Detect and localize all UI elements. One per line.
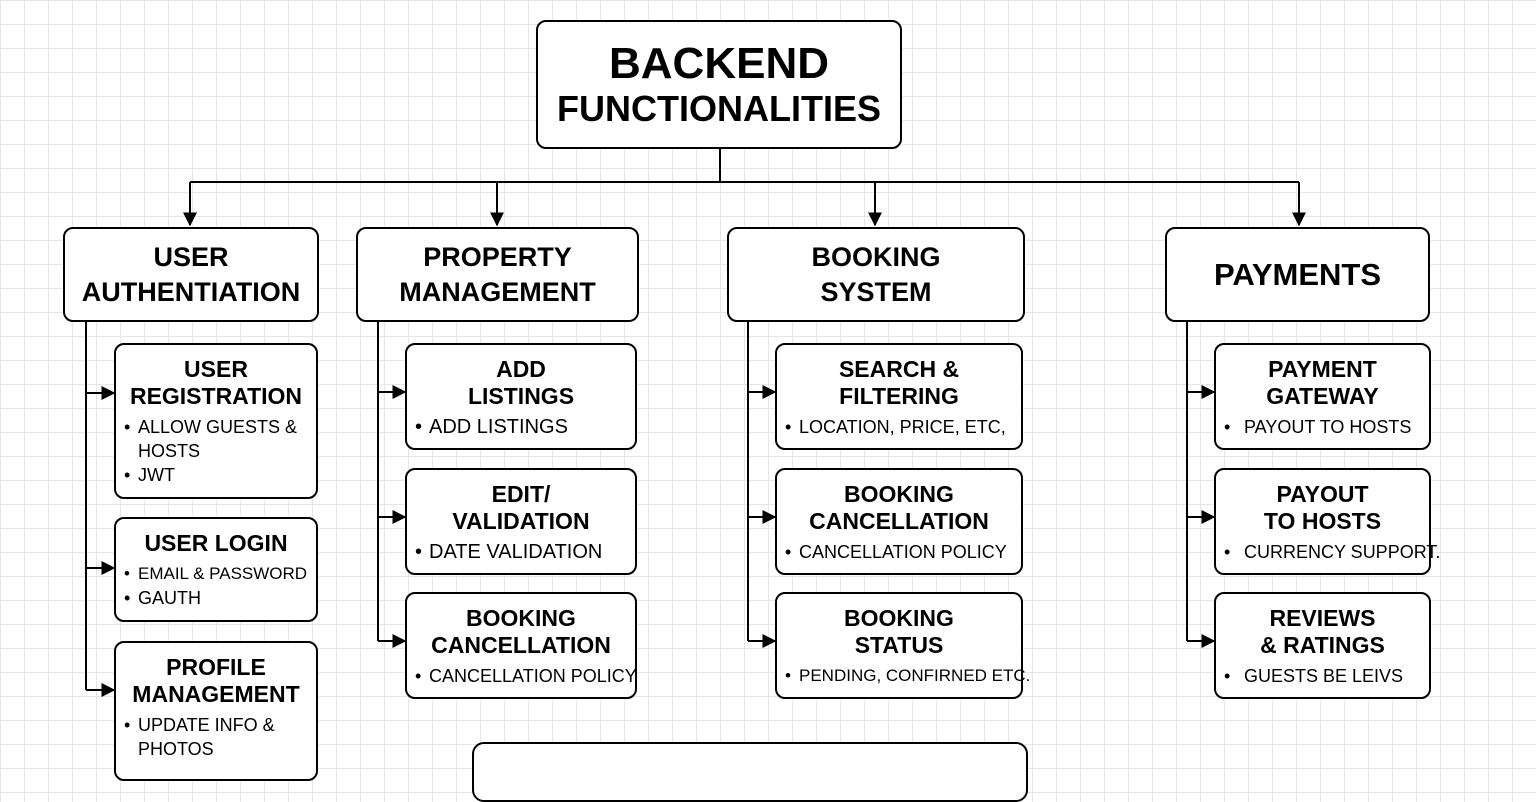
- bullet-item: PENDING, CONFIRNED ETC.: [785, 664, 1030, 688]
- bullet-item: ALLOW GUESTS & HOSTS: [124, 415, 316, 463]
- node-bullets: ADD LISTINGS: [407, 415, 635, 439]
- node-bullets: PAYOUT TO HOSTS: [1216, 415, 1429, 439]
- node-booking-cancellation: BOOKING CANCELLATION CANCELLATION POLICY: [775, 468, 1023, 575]
- node-title: EDIT/ VALIDATION: [452, 481, 590, 534]
- category-title: BOOKING SYSTEM: [811, 241, 941, 307]
- node-bullets: ALLOW GUESTS & HOSTS JWT: [116, 415, 316, 487]
- node-booking-status: BOOKING STATUS PENDING, CONFIRNED ETC.: [775, 592, 1030, 699]
- node-title: PROFILE MANAGEMENT: [132, 654, 300, 707]
- bullet-item: DATE VALIDATION: [415, 540, 635, 564]
- node-bullets: DATE VALIDATION: [407, 540, 635, 564]
- bullet-item: GAUTH: [124, 586, 316, 610]
- node-bullets: LOCATION, PRICE, ETC,: [777, 415, 1021, 439]
- node-payment-gateway: PAYMENT GATEWAY PAYOUT TO HOSTS: [1214, 343, 1431, 450]
- bullet-item: LOCATION, PRICE, ETC,: [785, 415, 1021, 439]
- bullet-item: GUESTS BE LEIVS: [1224, 664, 1429, 688]
- bullet-item: EMAIL & PASSWORD: [124, 562, 316, 586]
- node-payout-to-hosts: PAYOUT TO HOSTS CURRENCY SUPPORT.: [1214, 468, 1440, 575]
- node-title: REVIEWS & RATINGS: [1260, 605, 1385, 658]
- bullet-item: CURRENCY SUPPORT.: [1224, 540, 1440, 564]
- bullet-item: UPDATE INFO & PHOTOS: [124, 713, 316, 761]
- node-bullets: GUESTS BE LEIVS: [1216, 664, 1429, 688]
- category-title: PROPERTY MANAGEMENT: [399, 241, 596, 307]
- category-title: USER AUTHENTIATION: [81, 241, 301, 307]
- node-title: SEARCH & FILTERING: [838, 356, 960, 409]
- node-user-registration: USER REGISTRATION ALLOW GUESTS & HOSTS J…: [114, 343, 318, 499]
- category-payments: PAYMENTS: [1165, 227, 1430, 322]
- category-property-management: PROPERTY MANAGEMENT: [356, 227, 639, 322]
- node-add-listings: ADD LISTINGS ADD LISTINGS: [405, 343, 637, 450]
- node-title: USER REGISTRATION: [129, 356, 303, 409]
- bullet-item: CANCELLATION POLICY: [415, 664, 637, 688]
- bullet-item: JWT: [124, 463, 316, 487]
- node-bullets: UPDATE INFO & PHOTOS: [116, 713, 316, 761]
- root-title-line2: FUNCTIONALITIES: [557, 87, 881, 129]
- bullet-item: ADD LISTINGS: [415, 415, 635, 439]
- bullet-item: PAYOUT TO HOSTS: [1224, 415, 1429, 439]
- node-edit-validation: EDIT/ VALIDATION DATE VALIDATION: [405, 468, 637, 575]
- node-title: PAYOUT TO HOSTS: [1263, 481, 1382, 534]
- bullet-item: CANCELLATION POLICY: [785, 540, 1021, 564]
- node-bullets: CURRENCY SUPPORT.: [1216, 540, 1440, 564]
- node-user-login: USER LOGIN EMAIL & PASSWORD GAUTH: [114, 517, 318, 622]
- root-title-line1: BACKEND: [609, 38, 829, 88]
- node-title: ADD LISTINGS: [467, 356, 575, 409]
- category-booking-system: BOOKING SYSTEM: [727, 227, 1025, 322]
- node-bullets: CANCELLATION POLICY: [777, 540, 1021, 564]
- node-title: PAYMENT GATEWAY: [1266, 356, 1379, 409]
- node-title: USER LOGIN: [144, 530, 288, 556]
- category-user-authentication: USER AUTHENTIATION: [63, 227, 319, 322]
- node-bullets: CANCELLATION POLICY: [407, 664, 637, 688]
- node-bullets: PENDING, CONFIRNED ETC.: [777, 664, 1030, 688]
- category-title: PAYMENTS: [1213, 257, 1382, 292]
- node-profile-management: PROFILE MANAGEMENT UPDATE INFO & PHOTOS: [114, 641, 318, 781]
- node-title: BOOKING CANCELLATION: [431, 605, 611, 658]
- node-reviews-ratings: REVIEWS & RATINGS GUESTS BE LEIVS: [1214, 592, 1431, 699]
- node-title: BOOKING STATUS: [844, 605, 954, 658]
- node-title: BOOKING CANCELLATION: [809, 481, 989, 534]
- partial-bottom-node: [472, 742, 1028, 802]
- node-bullets: EMAIL & PASSWORD GAUTH: [116, 562, 316, 610]
- node-search-filtering: SEARCH & FILTERING LOCATION, PRICE, ETC,: [775, 343, 1023, 450]
- root-node: BACKEND FUNCTIONALITIES: [536, 20, 902, 149]
- node-property-booking-cancellation: BOOKING CANCELLATION CANCELLATION POLICY: [405, 592, 637, 699]
